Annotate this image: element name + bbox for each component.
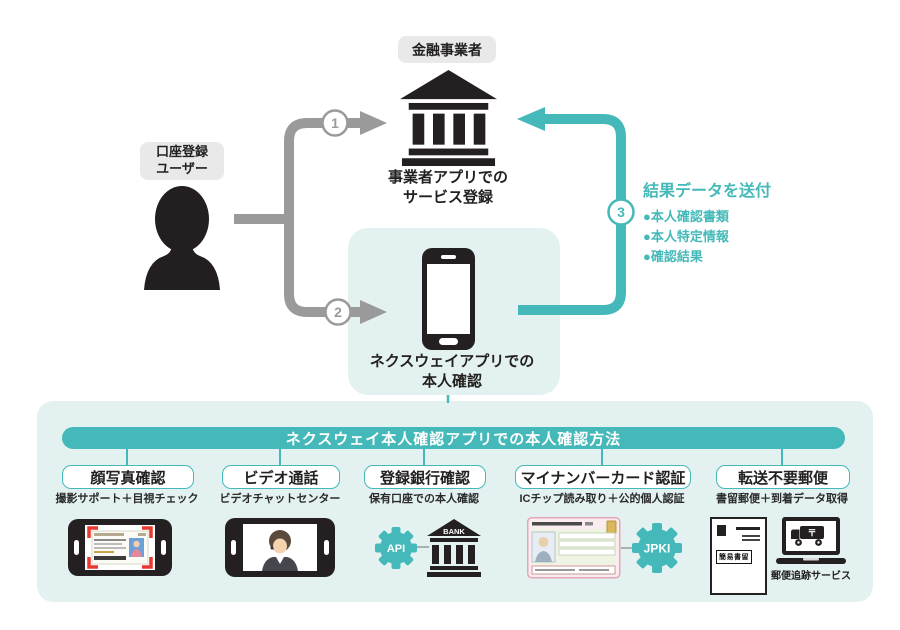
method-connectors xyxy=(126,448,783,466)
registered-mail-stamp: 簡易書留 xyxy=(716,550,752,564)
result-item-1: ●本人確認書類 xyxy=(643,209,729,224)
svg-text:API: API xyxy=(387,543,405,555)
operator-icon xyxy=(262,530,298,571)
svg-text:JPKI: JPKI xyxy=(644,542,671,556)
result-return-line xyxy=(518,114,626,315)
step-1-marker: 1 xyxy=(321,109,349,137)
result-item-2: ●本人特定情報 xyxy=(643,229,729,245)
result-data-block: 結果データを送付 ●本人確認書類 ●本人特定情報 ●確認結果 xyxy=(643,177,843,267)
bank-caption-line2: サービス登録 xyxy=(402,189,493,207)
mynumber-jpki-icon: JPKI xyxy=(527,517,682,579)
stamp-icon xyxy=(717,525,726,536)
method-box-bank-check: 登録銀行確認 xyxy=(364,465,486,489)
app-caption: ネクスウェイアプリでの 本人確認 xyxy=(362,352,542,393)
api-bank-icon: API BANK xyxy=(375,519,481,577)
svg-text:3: 3 xyxy=(617,204,625,220)
person-icon xyxy=(144,186,220,290)
jpki-gear-icon: JPKI xyxy=(632,523,682,573)
license-card-icon xyxy=(91,530,149,565)
method-box-face-check: 顔写真確認 xyxy=(62,465,194,489)
method-label-video-call: ビデオ通話 xyxy=(243,469,319,487)
financial-operator-label: 金融事業者 xyxy=(412,41,482,58)
financial-operator-badge: 金融事業者 xyxy=(398,36,496,63)
bank-small-icon: BANK xyxy=(427,519,481,577)
laptop-truck-icon: 〒 xyxy=(776,517,846,564)
arrow-1-head xyxy=(360,111,387,135)
methods-panel-title-bar: ネクスウェイ本人確認アプリでの本人確認方法 xyxy=(62,427,845,449)
video-call-phone-icon xyxy=(225,518,335,577)
method-box-video-call: ビデオ通話 xyxy=(222,465,340,489)
smartphone-icon xyxy=(422,248,475,350)
step-3-marker: 3 xyxy=(607,198,635,226)
user-badge-line1: 口座登録 xyxy=(155,144,208,160)
method-desc-face-check: 撮影サポート＋目視チェック xyxy=(55,493,199,505)
svg-text:〒: 〒 xyxy=(807,528,816,538)
bank-caption-line1: 事業者アプリでの xyxy=(387,169,508,186)
delivery-truck-icon: 〒 xyxy=(791,526,824,546)
methods-panel-title: ネクスウェイ本人確認アプリでの本人確認方法 xyxy=(285,430,622,448)
svg-text:2: 2 xyxy=(334,304,342,320)
camera-frame-icon xyxy=(87,526,153,569)
method-label-face-check: 顔写真確認 xyxy=(90,469,166,487)
method-label-mail: 転送不要郵便 xyxy=(737,469,828,487)
method-desc-bank-check: 保有口座での本人確認 xyxy=(369,493,479,505)
user-badge-line2: ユーザー xyxy=(156,161,208,176)
user-branch-line xyxy=(234,118,361,317)
method-label-bank-check: 登録銀行確認 xyxy=(379,469,470,487)
envelope-icon: 簡易書留 xyxy=(710,517,767,595)
mynumber-card-icon xyxy=(527,517,621,579)
method-desc-mynumber: ICチップ読み取り＋公的個人認証 xyxy=(519,493,685,505)
method-desc-video-call: ビデオチャットセンター xyxy=(219,493,341,505)
arrow-3-head xyxy=(517,107,545,131)
bank-caption: 事業者アプリでの サービス登録 xyxy=(368,168,528,209)
result-title: 結果データを送付 xyxy=(643,183,772,200)
step-2-marker: 2 xyxy=(324,298,352,326)
method-label-mynumber: マイナンバーカード認証 xyxy=(520,469,686,487)
bank-icon xyxy=(400,70,497,166)
svg-text:1: 1 xyxy=(331,115,339,131)
arrow-2-head xyxy=(360,300,387,324)
result-item-3: ●確認結果 xyxy=(643,249,703,265)
user-badge: 口座登録 ユーザー xyxy=(140,142,224,180)
svg-text:BANK: BANK xyxy=(443,527,465,536)
face-check-phone-icon xyxy=(68,519,172,576)
method-box-mail: 転送不要郵便 xyxy=(716,465,850,489)
app-caption-line1: ネクスウェイアプリでの xyxy=(369,353,535,370)
method-box-mynumber: マイナンバーカード認証 xyxy=(515,465,691,489)
mail-tracking-caption: 郵便追跡サービス xyxy=(771,571,851,582)
method-desc-mail: 書留郵便＋到着データ取得 xyxy=(716,493,848,505)
app-caption-line2: 本人確認 xyxy=(421,373,482,391)
api-gear-icon: API xyxy=(375,527,417,569)
